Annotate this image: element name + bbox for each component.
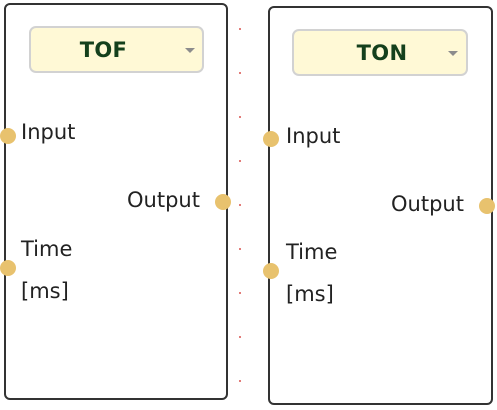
grid-dot [239, 160, 241, 162]
ton-type-label: TON [356, 40, 408, 65]
ton-type-select[interactable]: TON [292, 29, 468, 76]
grid-dot [239, 204, 241, 206]
grid-dot [239, 28, 241, 30]
tof-time-unit: [ms] [21, 279, 69, 303]
tof-time-label: Time [21, 237, 73, 261]
chevron-down-icon [185, 48, 195, 53]
grid-dot [239, 292, 241, 294]
ton-time-unit: [ms] [286, 282, 334, 306]
ton-output-port[interactable] [479, 198, 495, 214]
tof-time-port[interactable] [0, 260, 16, 276]
tof-type-label: TOF [79, 37, 128, 62]
grid-dot [239, 336, 241, 338]
grid-dot [239, 72, 241, 74]
grid-dot [239, 248, 241, 250]
tof-input-label: Input [21, 120, 76, 144]
tof-type-select[interactable]: TOF [29, 26, 204, 73]
tof-input-port[interactable] [0, 128, 16, 144]
grid-dot [239, 116, 241, 118]
tof-output-port[interactable] [215, 194, 231, 210]
grid-dot [239, 380, 241, 382]
ton-input-port[interactable] [263, 131, 279, 147]
ton-time-port[interactable] [263, 263, 279, 279]
chevron-down-icon [448, 51, 458, 56]
ton-time-label: Time [286, 240, 338, 264]
ton-output-label: Output [391, 192, 464, 216]
ton-input-label: Input [286, 124, 341, 148]
tof-output-label: Output [127, 188, 200, 212]
